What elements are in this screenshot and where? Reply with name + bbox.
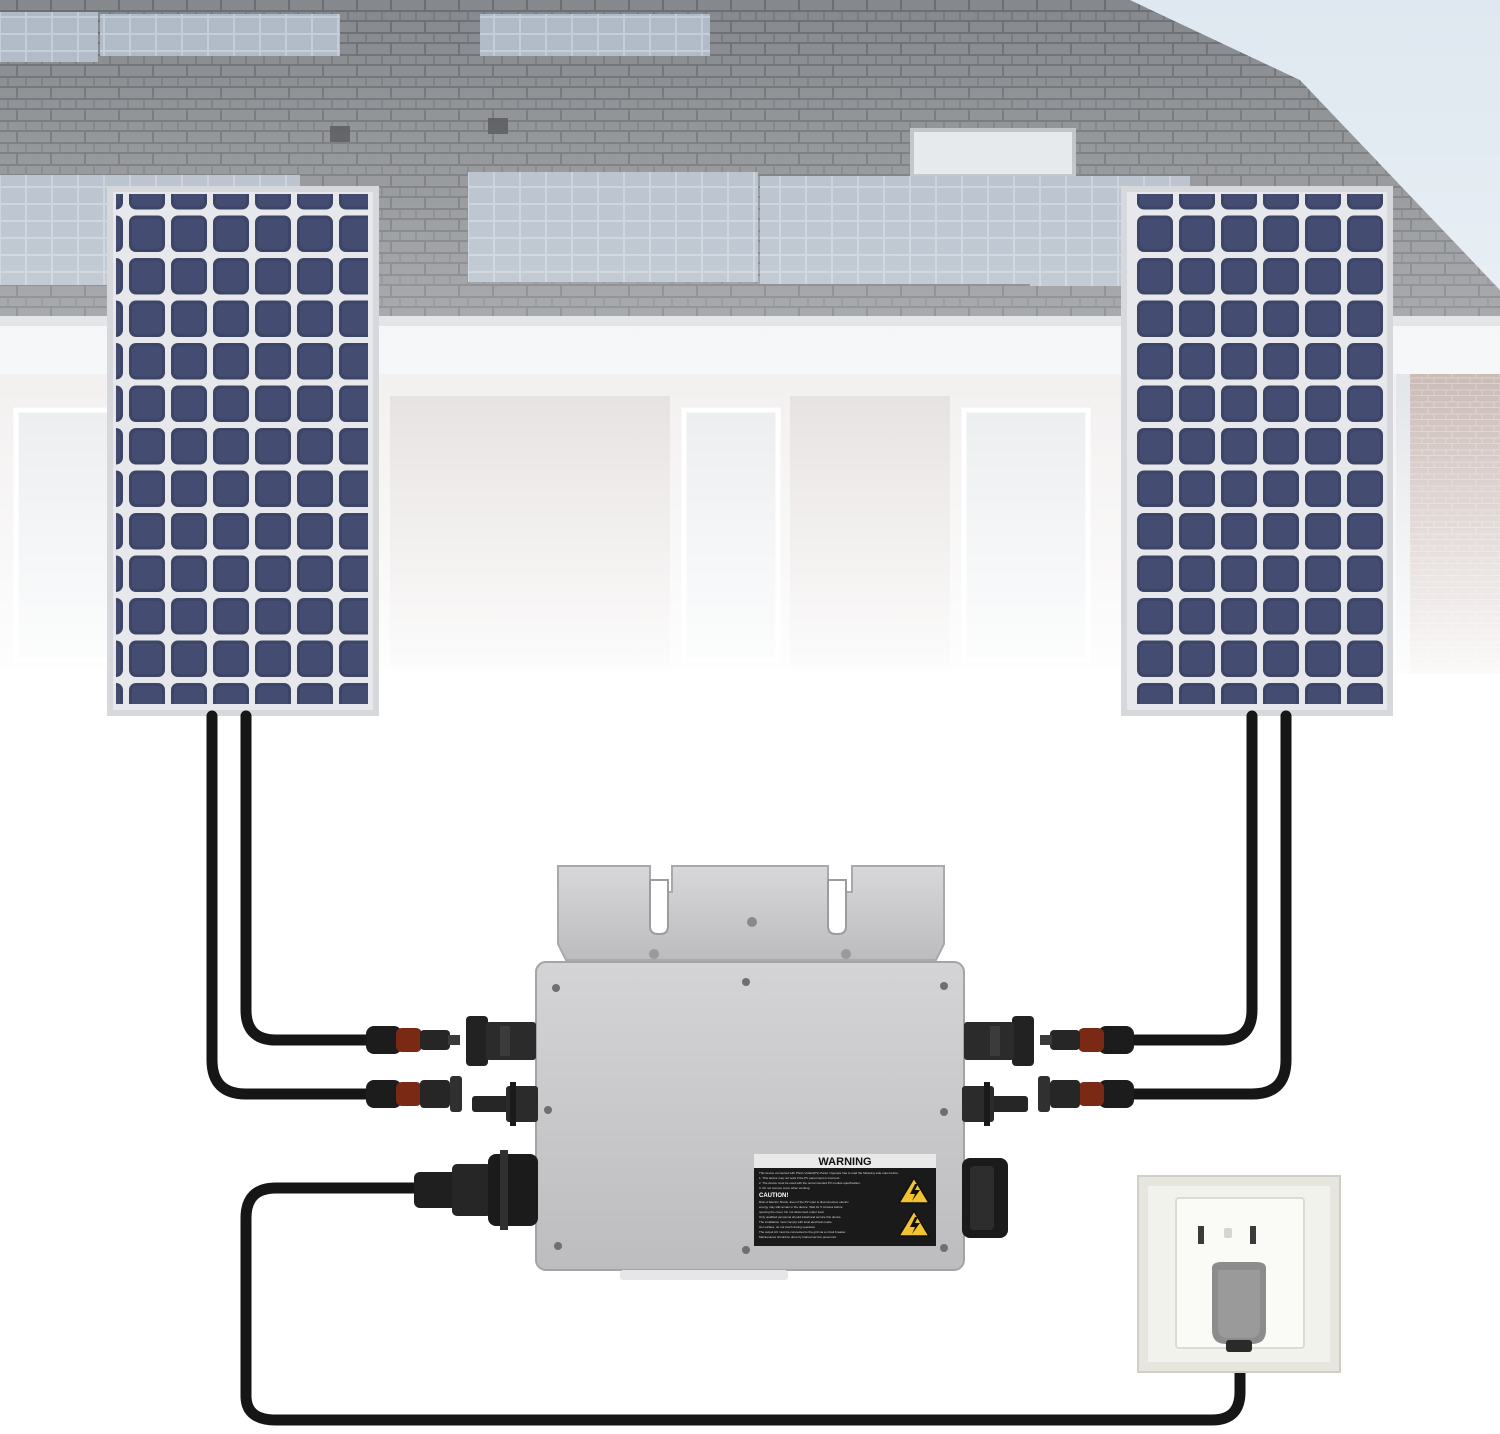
caution-line: Hot surface, do not touch during operati… xyxy=(759,1225,816,1229)
caution-line: Only qualified personnel should install … xyxy=(759,1215,842,1219)
solar-panel-left xyxy=(107,186,379,716)
mc4-connector-right-top xyxy=(1040,1026,1134,1054)
caution-line: Maintenance should be done by trained se… xyxy=(759,1235,837,1239)
wall-socket xyxy=(1137,1175,1341,1373)
caution-line: energy may still remain in the device. W… xyxy=(759,1205,843,1209)
dc-cables xyxy=(206,710,1292,1100)
caution-line: The installation must comply with local … xyxy=(759,1220,833,1224)
high-voltage-triangle-icon xyxy=(897,1208,931,1238)
warning-rule: 3. Do not remove cover when working. xyxy=(759,1186,810,1190)
ac-cable xyxy=(240,1182,1246,1426)
dc-input-right-bottom xyxy=(962,1082,1028,1126)
caution-line: The output AC must be connected to the g… xyxy=(759,1230,846,1234)
ac-output-gland xyxy=(414,1150,538,1230)
caution-line: opening the cover. Do not disconnect und… xyxy=(759,1210,824,1214)
screw-icon xyxy=(544,978,948,1254)
dc-input-left-bottom xyxy=(472,1082,538,1126)
warning-rule: 1. This device may not work if the PV pa… xyxy=(759,1176,840,1180)
warning-rule: 2. The device must be used with the reco… xyxy=(759,1181,861,1185)
mc4-connector-right-bottom xyxy=(1038,1076,1134,1112)
mc4-connector-left-bottom xyxy=(366,1076,462,1112)
micro-inverter: WARNING This device connected with Photo… xyxy=(414,865,1034,1280)
high-voltage-triangle-icon xyxy=(897,1175,931,1205)
ac-link-port xyxy=(962,1158,1008,1238)
warning-intro: This device connected with Photo Voltaic… xyxy=(759,1171,899,1175)
dc-input-right-top xyxy=(964,1016,1034,1066)
plug xyxy=(1212,1262,1266,1352)
dc-input-left-top xyxy=(466,1016,536,1066)
caution-line: Risk of Electric Shock. Even if the PV i… xyxy=(759,1200,849,1204)
warning-label: WARNING This device connected with Photo… xyxy=(754,1154,936,1246)
solar-panel-right xyxy=(1121,186,1393,716)
mc4-connector-left-top xyxy=(366,1026,460,1054)
caution-heading: CAUTION! xyxy=(759,1193,788,1199)
warning-title: WARNING xyxy=(818,1156,871,1168)
